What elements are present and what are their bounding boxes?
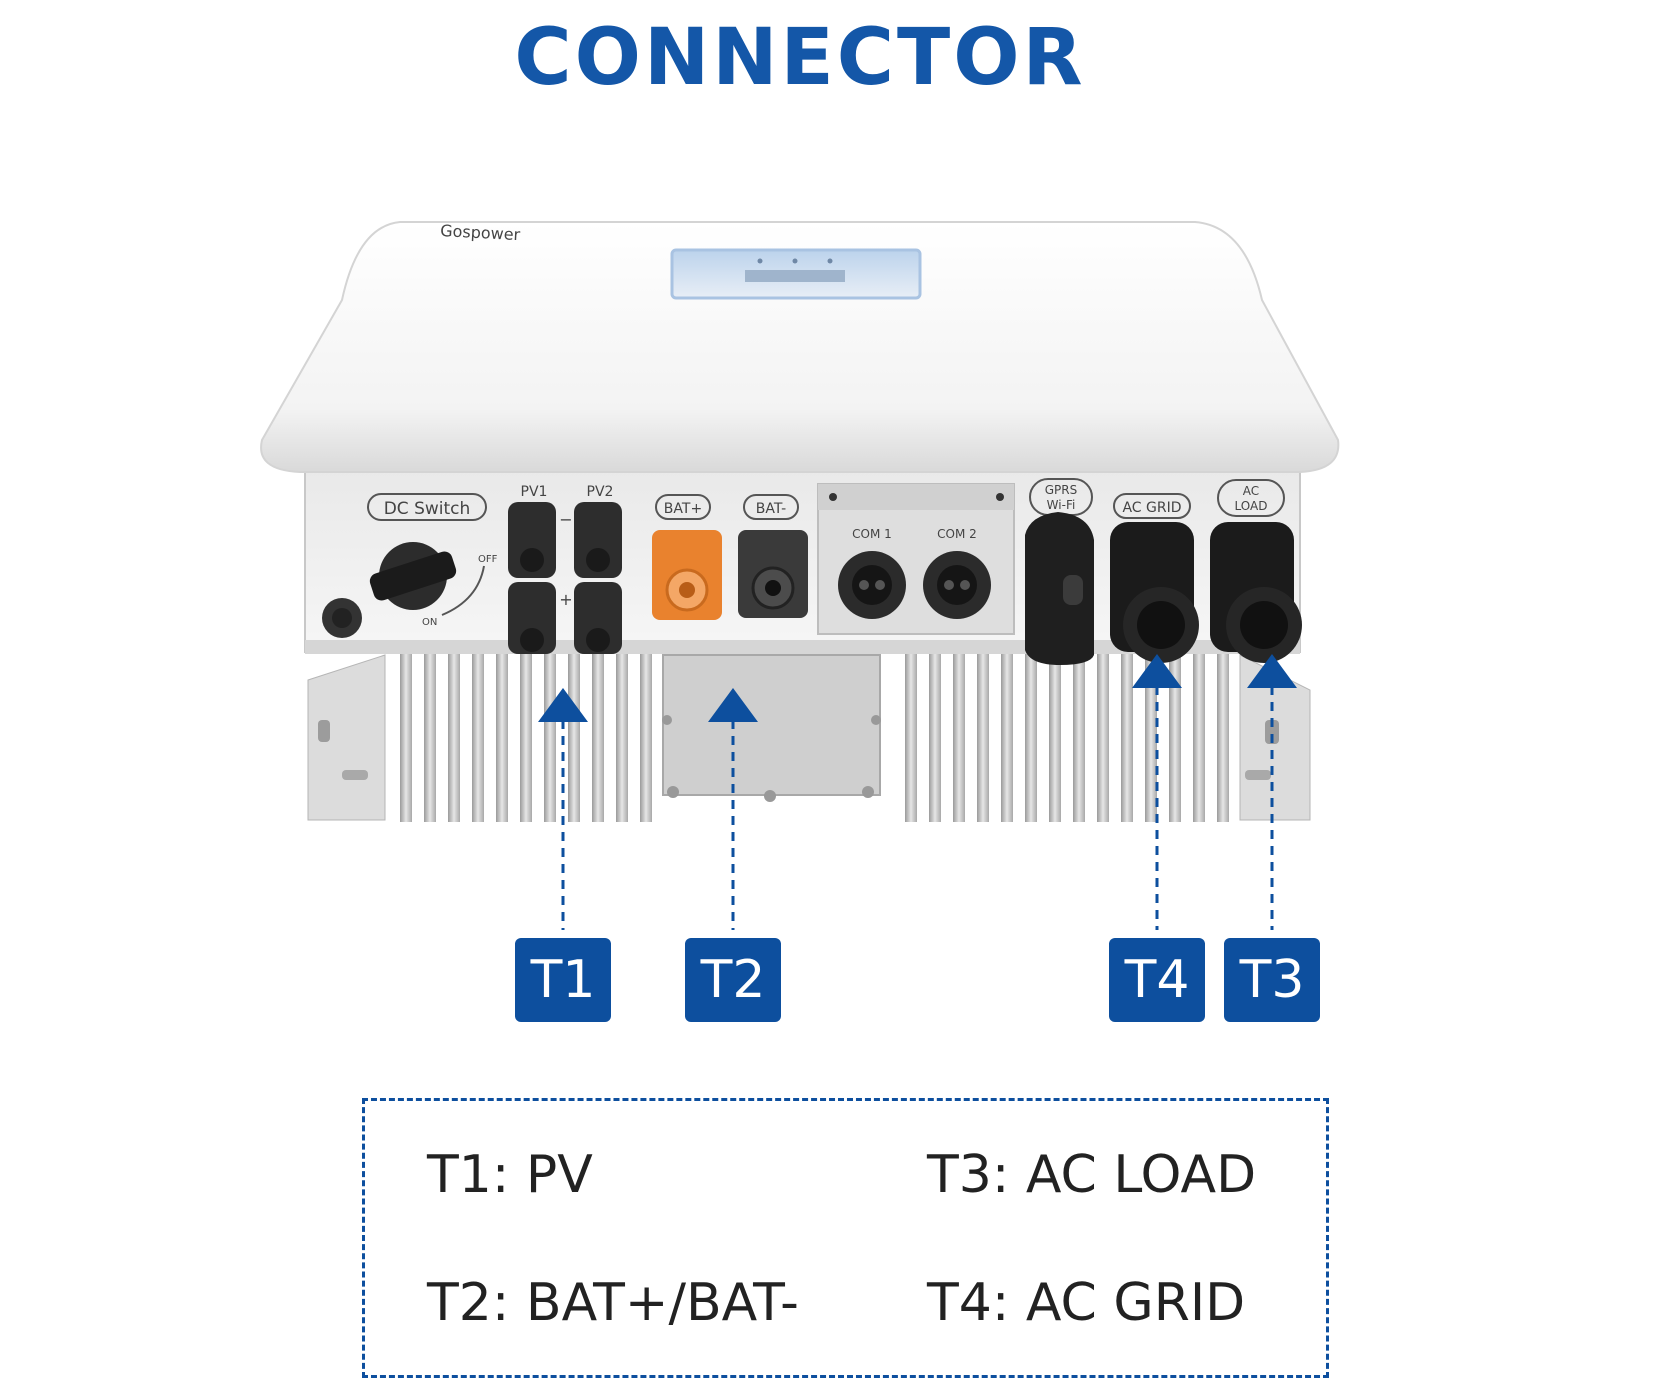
inverter-lid	[260, 221, 1340, 473]
svg-text:LOAD: LOAD	[1235, 499, 1268, 513]
heatsink-fin	[1097, 654, 1109, 822]
callout-line-t3	[1247, 654, 1297, 930]
heatsink-fin	[1073, 654, 1085, 822]
svg-text:BAT+: BAT+	[664, 501, 702, 517]
heatsink-fin	[472, 654, 484, 822]
heatsink-fin	[616, 654, 628, 822]
callout-badge-t2: T2	[685, 938, 781, 1022]
legend-box: T1: PV T3: AC LOAD T2: BAT+/BAT- T4: AC …	[362, 1098, 1329, 1378]
svg-text:Wi-Fi: Wi-Fi	[1047, 498, 1076, 512]
heatsink-fin	[905, 654, 917, 822]
heatsink-fin	[544, 654, 556, 822]
svg-text:COM 1: COM 1	[852, 527, 892, 541]
ac-load-connector: AC LOAD	[1210, 479, 1302, 663]
heatsink-fin	[1121, 654, 1133, 822]
heatsink-fin	[1025, 654, 1037, 822]
heatsink-fin	[1169, 654, 1181, 822]
legend-item-t2: T2: BAT+/BAT-	[427, 1273, 799, 1333]
ac-grid-connector: AC GRID	[1110, 493, 1199, 663]
svg-text:OFF: OFF	[478, 554, 498, 565]
heatsink-fin	[424, 654, 436, 822]
heatsink-fin	[568, 654, 580, 822]
svg-text:COM 2: COM 2	[937, 527, 977, 541]
callout-badge-t3: T3	[1224, 938, 1320, 1022]
svg-text:GPRS: GPRS	[1045, 483, 1078, 497]
svg-text:−: −	[559, 510, 572, 529]
legend-item-t1: T1: PV	[427, 1145, 593, 1205]
bat-minus-terminal: BAT-	[738, 494, 808, 618]
heatsink-fin	[1217, 654, 1229, 822]
mounting-bracket-right	[1239, 654, 1311, 821]
legend-item-t3: T3: AC LOAD	[927, 1145, 1257, 1205]
svg-text:BAT-: BAT-	[756, 501, 786, 517]
heatsink-fin	[977, 654, 989, 822]
heatsink-fin	[496, 654, 508, 822]
heatsink-fin	[929, 654, 941, 822]
heatsink-fin	[1001, 654, 1013, 822]
com-ports: COM 1 COM 2	[817, 483, 1015, 635]
bat-plus-terminal: BAT+	[652, 494, 722, 620]
legend-item-t4: T4: AC GRID	[927, 1273, 1246, 1333]
callout-line-t1	[538, 688, 588, 930]
svg-text:AC: AC	[1243, 484, 1259, 498]
heatsink-fin	[1049, 654, 1061, 822]
brand-logo: Gospower	[440, 221, 521, 244]
mounting-bracket-left	[307, 654, 386, 821]
gprs-wifi-module: GPRS Wi-Fi	[1025, 478, 1094, 665]
heatsink-fins	[400, 654, 1229, 822]
heatsink-fin	[1145, 654, 1157, 822]
heatsink-fin	[640, 654, 652, 822]
dc-switch: DC Switch OFF ON	[367, 493, 498, 628]
battery-terminal-cover	[662, 654, 881, 802]
svg-text:DC Switch: DC Switch	[384, 499, 471, 519]
heatsink-fin	[448, 654, 460, 822]
svg-text:PV1: PV1	[521, 484, 548, 500]
grounding-screw	[322, 598, 362, 638]
svg-text:PV2: PV2	[587, 484, 614, 500]
heatsink-fin	[1193, 654, 1205, 822]
lcd-display	[670, 248, 922, 300]
page-title: CONNECTOR	[514, 13, 1086, 103]
svg-text:+: +	[559, 590, 572, 609]
callout-badge-t1: T1	[515, 938, 611, 1022]
callout-line-t4	[1132, 654, 1182, 930]
pv-connectors: PV1 PV2 − +	[508, 484, 622, 654]
heatsink-fin	[400, 654, 412, 822]
callout-badge-t4: T4	[1109, 938, 1205, 1022]
svg-text:AC GRID: AC GRID	[1122, 500, 1181, 516]
callout-line-t2	[708, 688, 758, 930]
heatsink-fin	[520, 654, 532, 822]
heatsink-fin	[953, 654, 965, 822]
heatsink-fin	[592, 654, 604, 822]
svg-text:ON: ON	[422, 617, 437, 628]
